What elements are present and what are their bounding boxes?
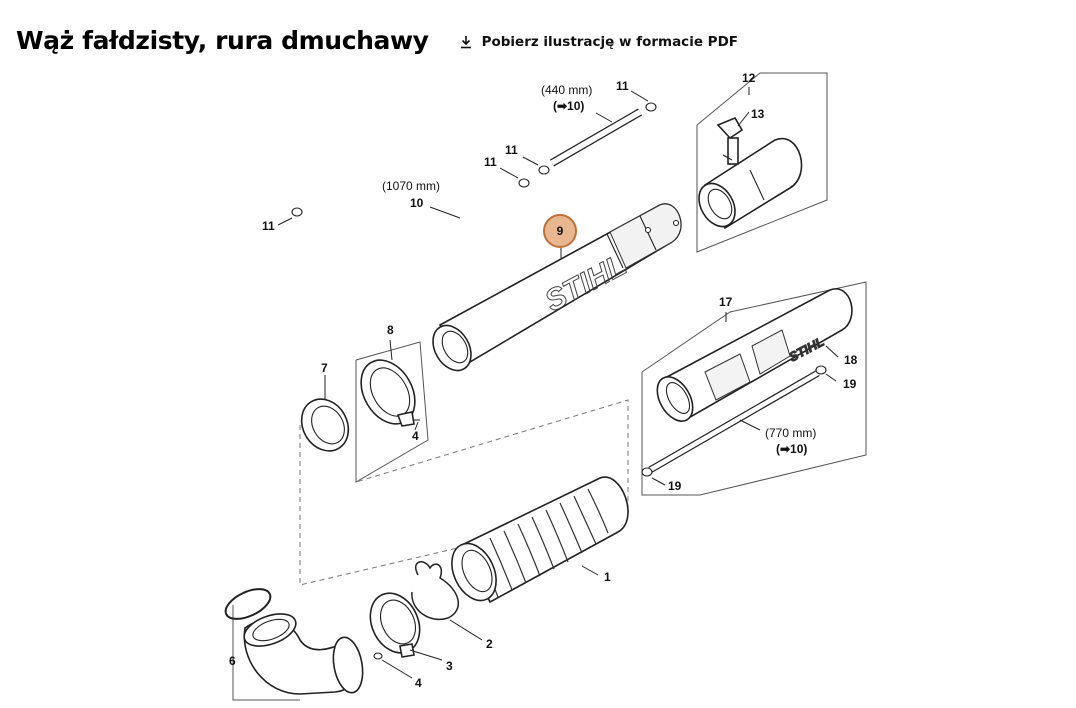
callout-17[interactable]: 17 [719, 295, 733, 309]
nipple-part-11-left [291, 178, 530, 217]
o-ring [224, 588, 272, 620]
callout-9[interactable]: 9 [557, 224, 564, 238]
annotation-770mm-ref: (➡10) [776, 442, 807, 456]
hose-440mm [538, 102, 657, 175]
selected-callout-9[interactable] [543, 214, 577, 248]
callout-13[interactable]: 13 [751, 107, 765, 121]
tube-part-17: STIHL [656, 288, 853, 422]
spring-clip-part-2 [411, 561, 459, 621]
header: Wąż fałdzisty, rura dmuchawy Pobierz ilu… [16, 26, 738, 55]
download-icon [460, 36, 471, 49]
callout-2[interactable]: 2 [486, 637, 493, 651]
callout-labels: 9 1 2 3 4 4 6 7 8 10 11 11 11 11 12 13 1… [229, 71, 858, 690]
annotation-1070mm: (1070 mm) [382, 179, 440, 193]
annotation-440mm: (440 mm) [541, 83, 592, 97]
download-pdf-link[interactable]: Pobierz ilustrację w formacie PDF [459, 34, 738, 50]
assembly-frame-8 [355, 341, 429, 483]
annotation-440mm-ref: (➡10) [553, 99, 584, 113]
callout-11-left[interactable]: 11 [262, 219, 275, 233]
callout-4-lower[interactable]: 4 [415, 676, 422, 690]
ring-part-7 [300, 398, 350, 452]
callout-11-mid2[interactable]: 11 [505, 143, 518, 157]
callout-3[interactable]: 3 [446, 659, 453, 673]
callout-19-right[interactable]: 19 [843, 377, 857, 391]
leader-lines [277, 87, 839, 679]
download-pdf-label: Pobierz ilustrację w formacie PDF [481, 34, 738, 50]
length-annotations: (440 mm) (➡10) (1070 mm) (770 mm) (➡10) [382, 83, 816, 456]
callout-4-upper[interactable]: 4 [412, 429, 419, 443]
callout-10-long[interactable]: 10 [410, 196, 424, 210]
assembly-frame-12 [696, 72, 828, 253]
hose-770mm [641, 365, 827, 477]
corrugated-hose-part-1 [451, 476, 629, 604]
callout-18[interactable]: 18 [844, 353, 858, 367]
page-title: Wąż fałdzisty, rura dmuchawy [16, 26, 429, 55]
elbow-part-6 [243, 613, 364, 695]
annotation-770mm: (770 mm) [765, 426, 816, 440]
clamp-screw-part-13 [716, 116, 744, 165]
hose-1070mm [294, 180, 522, 285]
callout-6[interactable]: 6 [229, 654, 236, 668]
callout-11-top[interactable]: 11 [616, 79, 629, 93]
callout-1[interactable]: 1 [604, 570, 611, 584]
callout-8[interactable]: 8 [387, 323, 394, 337]
callout-12[interactable]: 12 [742, 71, 756, 85]
hose-clamp-part-3 [369, 592, 421, 660]
nozzle-part-12 [698, 137, 803, 230]
callout-19-left[interactable]: 19 [668, 479, 682, 493]
clamp-part-8 [360, 359, 420, 427]
assembly-frame-17 [641, 281, 867, 496]
callout-7[interactable]: 7 [321, 361, 328, 375]
callout-11-mid[interactable]: 11 [484, 155, 497, 169]
